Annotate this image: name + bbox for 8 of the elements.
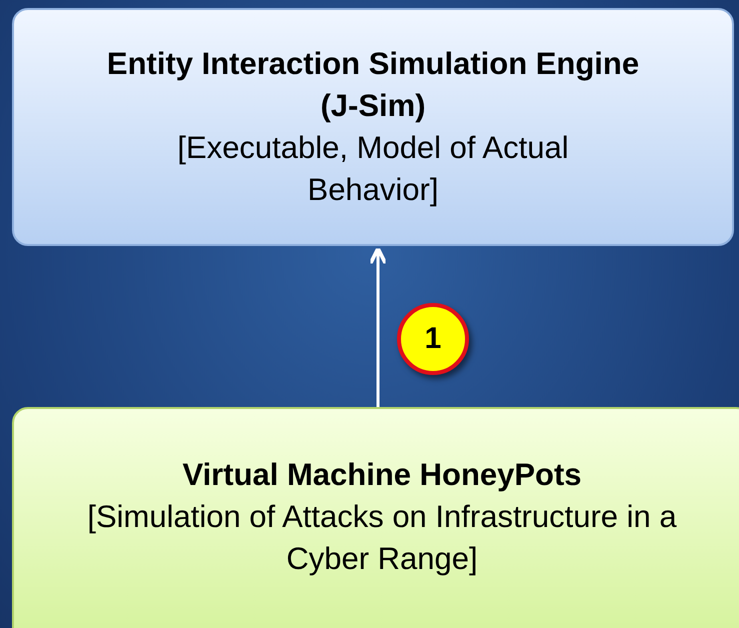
box-title: Virtual Machine HoneyPots [182, 456, 582, 494]
box-description: [Simulation of Attacks on Infrastructure in a Cyber Range] [86, 498, 678, 578]
box-title: Entity Interaction Simulation Engine (J-Sim) [106, 45, 640, 125]
arrow [368, 246, 388, 407]
callout-number: 1 [397, 302, 469, 374]
process-box [12, 407, 739, 628]
box-description: [Executable, Model of Actual Behavior] [176, 129, 570, 209]
process-box [12, 8, 734, 246]
